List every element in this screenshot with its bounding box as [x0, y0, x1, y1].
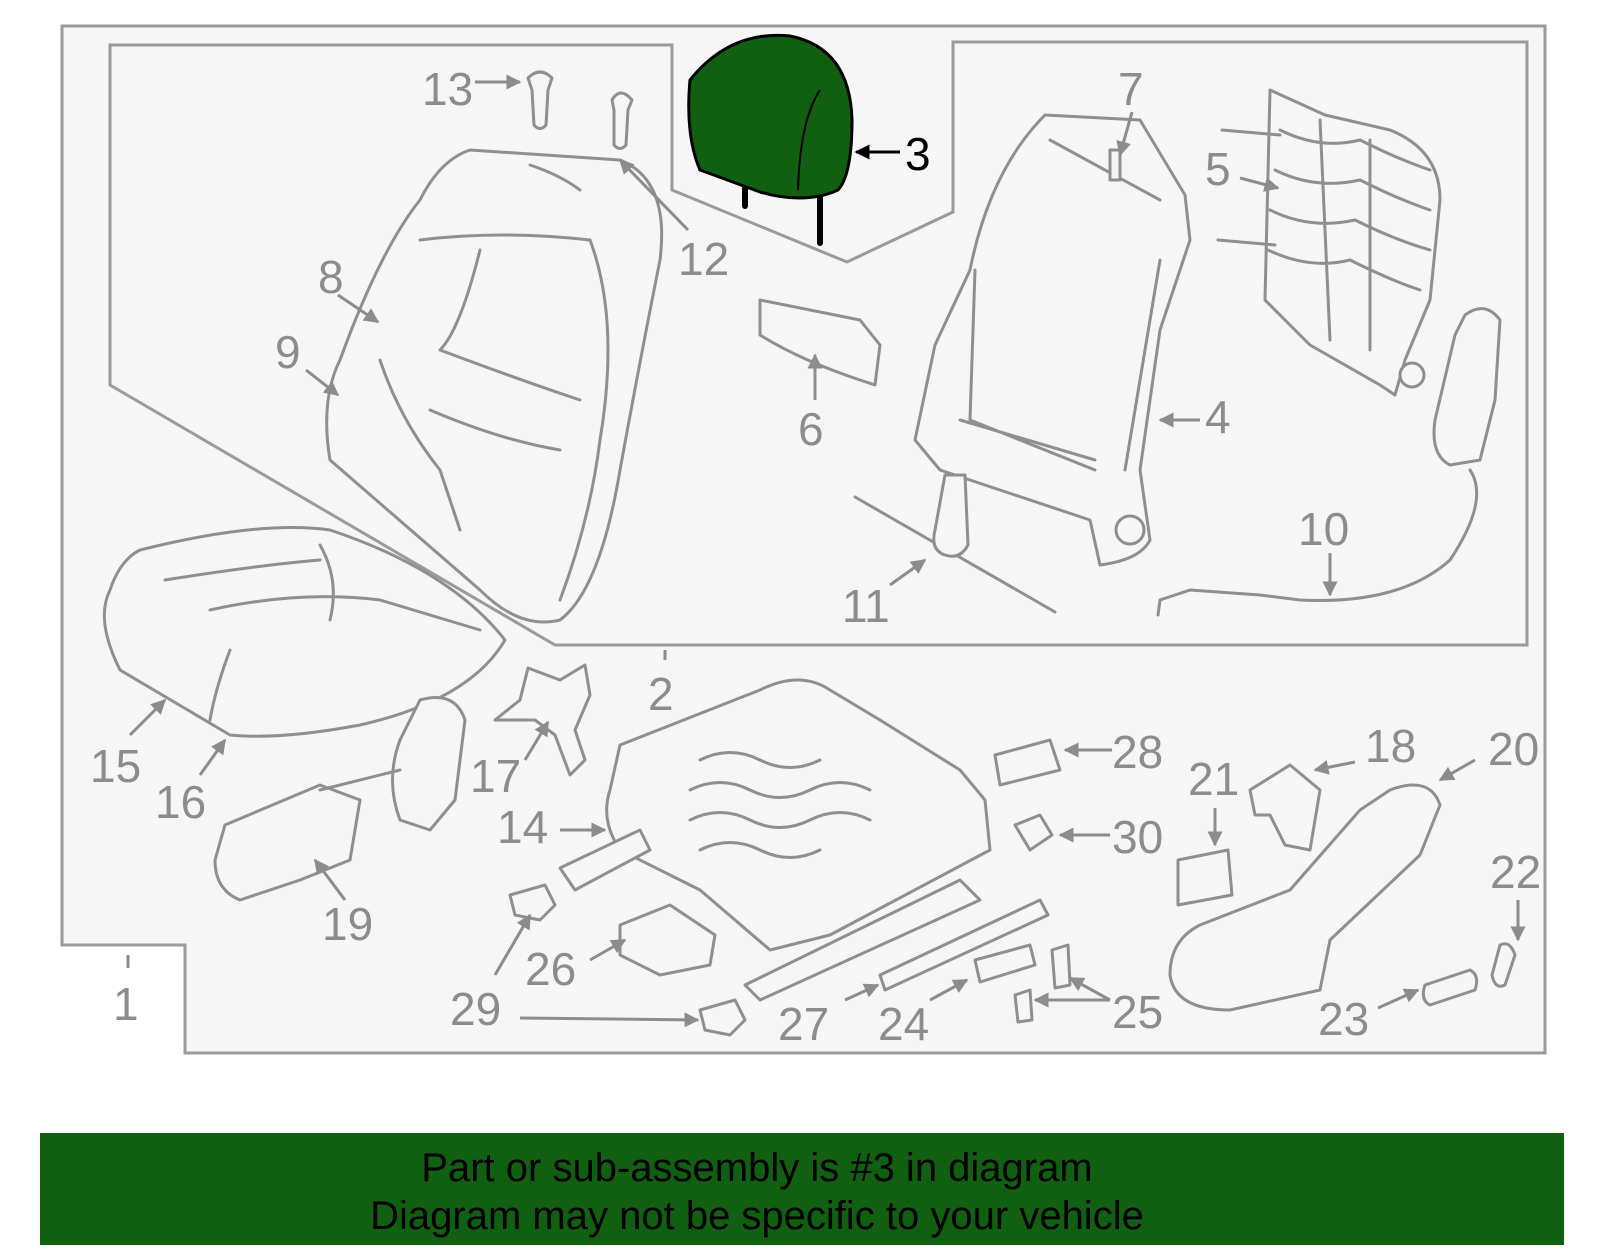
headrest — [687, 33, 854, 246]
side-shield-20 — [1168, 783, 1442, 1012]
callout-13: 13 — [422, 63, 473, 115]
seat-back-cover — [325, 148, 664, 624]
callout-10: 10 — [1298, 503, 1349, 555]
callout-20: 20 — [1488, 723, 1539, 775]
callout-8: 8 — [318, 251, 344, 303]
seat-frame-14 — [558, 678, 992, 1002]
part-26 — [618, 903, 717, 977]
part-23 — [1421, 968, 1479, 1007]
callout-30: 30 — [1112, 811, 1163, 863]
callout-17: 17 — [470, 750, 521, 802]
part-27 — [878, 898, 1050, 992]
callout-3: 3 — [905, 128, 931, 180]
callout-24: 24 — [878, 998, 929, 1050]
callout-4: 4 — [1205, 391, 1231, 443]
seat-back-frame-part-4 — [913, 113, 1192, 567]
guide-12 — [610, 91, 634, 150]
part-30 — [1013, 813, 1054, 852]
callout-29: 29 — [450, 983, 501, 1035]
callout-6: 6 — [798, 403, 824, 455]
callout-16: 16 — [155, 776, 206, 828]
motor-11 — [853, 473, 1057, 614]
info-banner: Part or sub-assembly is #3 in diagram Di… — [40, 1133, 1564, 1245]
banner-disclaimer: Diagram may not be specific to your vehi… — [370, 1194, 1144, 1238]
side-airbag-10 — [1156, 307, 1502, 617]
callout-28: 28 — [1112, 726, 1163, 778]
spring-mat-5 — [1216, 88, 1442, 397]
part-29b — [698, 998, 747, 1037]
callout-1: 1 — [113, 978, 139, 1030]
callout-9: 9 — [275, 326, 301, 378]
callout-7: 7 — [1118, 63, 1144, 115]
part-24 — [973, 943, 1037, 984]
part-18 — [1248, 763, 1322, 852]
callout-15: 15 — [90, 740, 141, 792]
clip-13 — [526, 70, 554, 130]
part-22 — [1490, 942, 1517, 988]
callout-2: 2 — [648, 668, 674, 720]
callout-labels: 1 2 3 4 5 6 7 8 9 10 11 12 13 14 15 16 1… — [90, 63, 1541, 1050]
part-28 — [993, 738, 1062, 787]
clip-7 — [1108, 148, 1122, 182]
side-shield-19 — [213, 696, 467, 902]
callout-18: 18 — [1365, 720, 1416, 772]
callout-12: 12 — [678, 233, 729, 285]
bracket-17 — [493, 663, 592, 777]
callout-26: 26 — [525, 943, 576, 995]
part-29a — [508, 883, 557, 922]
banner-part-note: Part or sub-assembly is #3 in diagram — [421, 1146, 1093, 1190]
callout-22: 22 — [1490, 846, 1541, 898]
callout-21: 21 — [1188, 753, 1239, 805]
callout-25: 25 — [1112, 986, 1163, 1038]
callout-23: 23 — [1318, 993, 1369, 1045]
callout-5: 5 — [1205, 143, 1231, 195]
callout-27: 27 — [778, 998, 829, 1050]
leader-lines — [126, 74, 1526, 1028]
callout-19: 19 — [322, 898, 373, 950]
callout-11: 11 — [842, 580, 890, 632]
part-21 — [1176, 848, 1234, 907]
callout-14: 14 — [497, 801, 548, 853]
